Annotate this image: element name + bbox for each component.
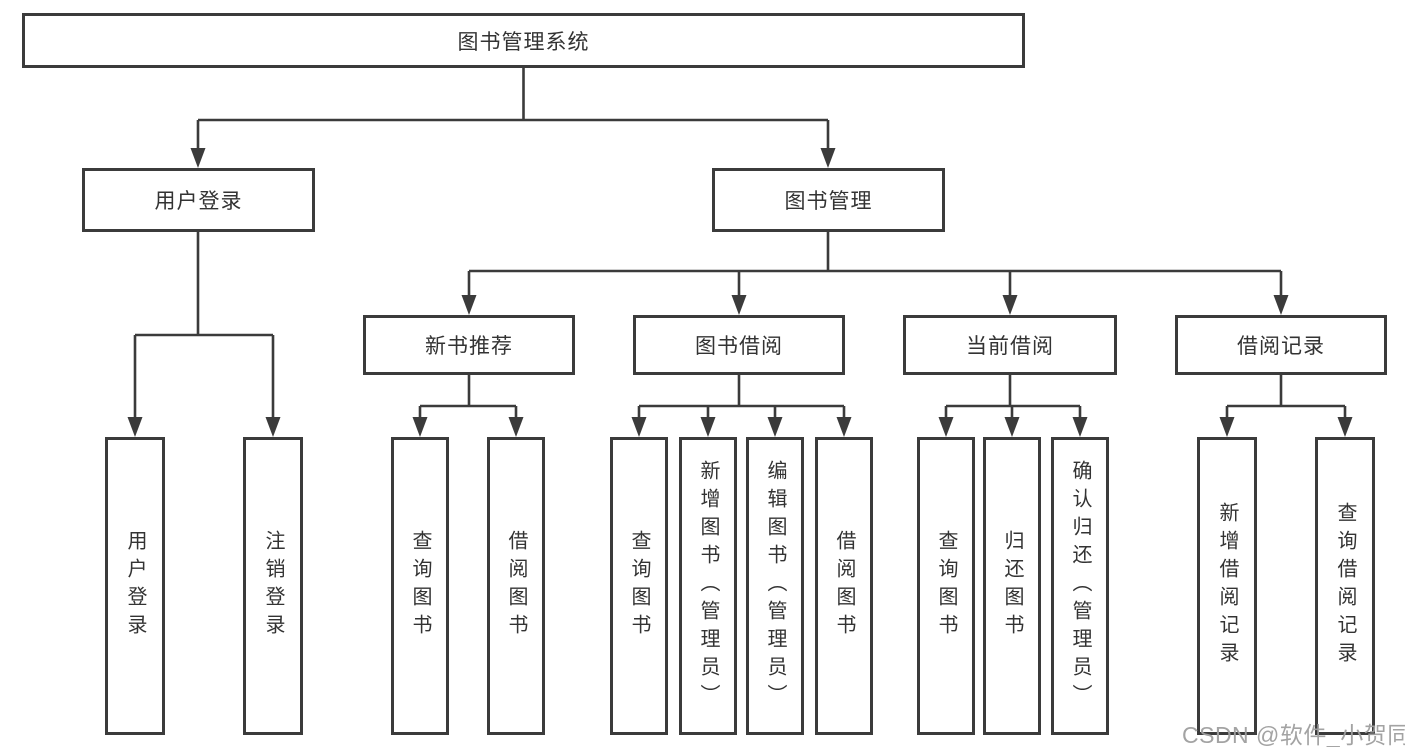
leaf-add-books-admin: 新增图书（管理员）	[679, 437, 737, 735]
arrowhead-icon	[1002, 295, 1018, 315]
leaf-query-books-borrowing-label: 查询图书	[628, 530, 650, 642]
connector-root-to-level2	[196, 68, 830, 149]
leaf-confirm-return-admin-label: 确认归还（管理员）	[1069, 460, 1091, 712]
arrowhead-icon	[820, 148, 836, 168]
node-book-management: 图书管理	[712, 168, 945, 232]
arrowhead-icon	[508, 417, 524, 437]
leaf-borrow-books-borrowing-label: 借阅图书	[833, 530, 855, 642]
node-current-borrowing: 当前借阅	[903, 315, 1117, 375]
leaf-confirm-return-admin: 确认归还（管理员）	[1051, 437, 1109, 735]
leaf-add-books-admin-label: 新增图书（管理员）	[697, 460, 719, 712]
arrowhead-icon	[836, 417, 852, 437]
arrowhead-icon	[767, 417, 783, 437]
leaf-add-borrow-record-label: 新增借阅记录	[1216, 502, 1238, 670]
arrowhead-icon	[1072, 417, 1088, 437]
arrowhead-icon	[1219, 417, 1235, 437]
leaf-logout: 注销登录	[243, 437, 303, 735]
node-new-book-recommendation-label: 新书推荐	[425, 335, 513, 358]
arrowhead-icon	[938, 417, 954, 437]
leaf-borrow-books-newbooks-label: 借阅图书	[505, 530, 527, 642]
connector-mgmt-to-level3	[467, 232, 1283, 296]
arrowhead-icon	[461, 295, 477, 315]
leaf-user-login-label: 用户登录	[124, 530, 146, 642]
leaf-query-books-current-label: 查询图书	[935, 530, 957, 642]
node-new-book-recommendation: 新书推荐	[363, 315, 575, 375]
arrowhead-icon	[1273, 295, 1289, 315]
leaf-query-borrow-record-label: 查询借阅记录	[1334, 502, 1356, 670]
node-book-borrowing-label: 图书借阅	[695, 335, 783, 358]
arrowhead-icon	[1004, 417, 1020, 437]
arrowhead-icon	[265, 417, 281, 437]
connector-borrowing-to-leaves	[637, 375, 846, 418]
arrowhead-icon	[412, 417, 428, 437]
arrowhead-icon	[700, 417, 716, 437]
leaf-return-books: 归还图书	[983, 437, 1041, 735]
leaf-query-books-current: 查询图书	[917, 437, 975, 735]
node-book-borrowing: 图书借阅	[633, 315, 845, 375]
leaf-add-borrow-record: 新增借阅记录	[1197, 437, 1257, 735]
leaf-edit-books-admin-label: 编辑图书（管理员）	[764, 460, 786, 712]
leaf-edit-books-admin: 编辑图书（管理员）	[746, 437, 804, 735]
csdn-watermark: CSDN @软件_小贺同学	[1182, 722, 1405, 747]
node-user-login-label: 用户登录	[154, 190, 243, 213]
leaf-return-books-label: 归还图书	[1001, 530, 1023, 642]
arrowhead-icon	[127, 417, 143, 437]
arrowhead-icon	[631, 417, 647, 437]
connector-records-to-leaves	[1225, 375, 1347, 418]
node-current-borrowing-label: 当前借阅	[966, 335, 1054, 358]
leaf-logout-label: 注销登录	[262, 530, 284, 642]
node-user-login: 用户登录	[82, 168, 315, 232]
leaf-query-borrow-record: 查询借阅记录	[1315, 437, 1375, 735]
arrowhead-icon	[190, 148, 206, 168]
connector-newbooks-to-leaves	[418, 375, 518, 418]
arrowhead-icon	[1337, 417, 1353, 437]
connector-login-to-leaves	[133, 232, 275, 418]
node-book-management-label: 图书管理	[784, 190, 873, 213]
leaf-borrow-books-newbooks: 借阅图书	[487, 437, 545, 735]
node-root: 图书管理系统	[22, 13, 1025, 68]
node-borrow-records-label: 借阅记录	[1237, 335, 1325, 358]
connector-paths	[133, 68, 1347, 418]
leaf-user-login: 用户登录	[105, 437, 165, 735]
arrowhead-icon	[731, 295, 747, 315]
node-root-label: 图书管理系统	[457, 30, 590, 54]
leaf-query-books-borrowing: 查询图书	[610, 437, 668, 735]
node-borrow-records: 借阅记录	[1175, 315, 1387, 375]
leaf-borrow-books-borrowing: 借阅图书	[815, 437, 873, 735]
leaf-query-books-newbooks-label: 查询图书	[409, 530, 431, 642]
arrowhead-icons	[127, 148, 1353, 437]
leaf-query-books-newbooks: 查询图书	[391, 437, 449, 735]
connector-current-to-leaves	[944, 375, 1082, 418]
